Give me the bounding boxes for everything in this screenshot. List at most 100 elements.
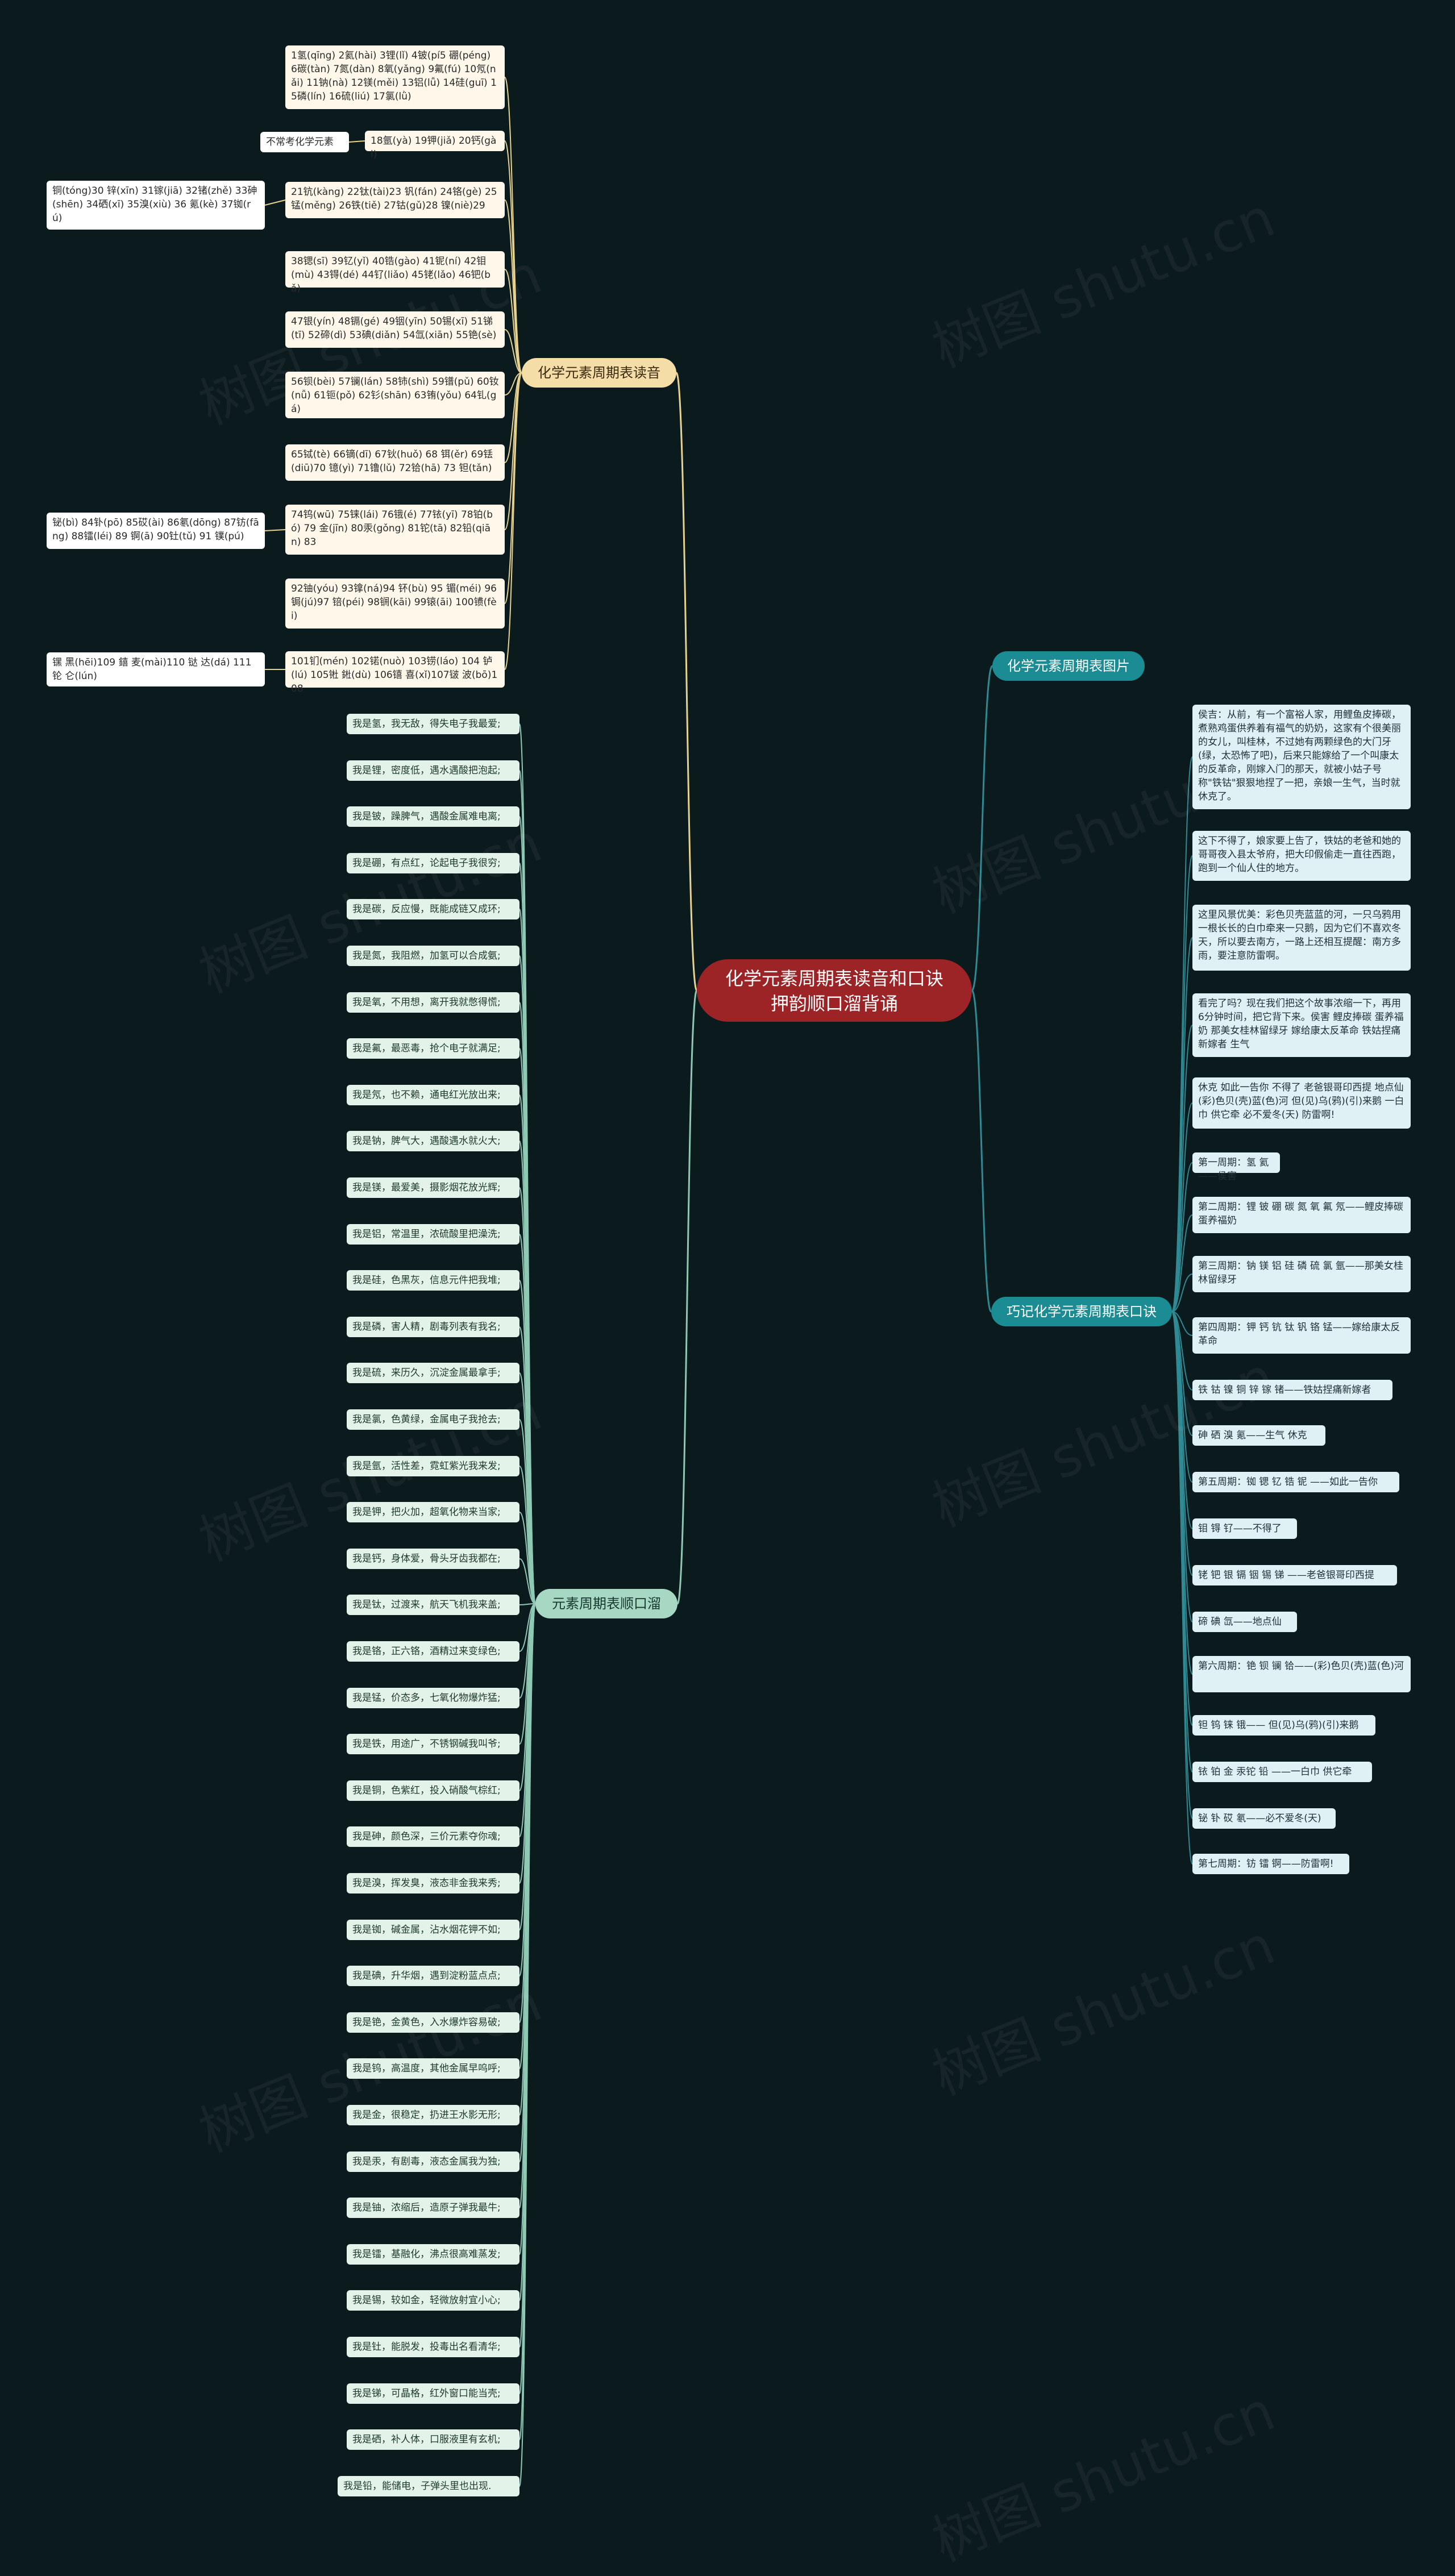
rhyme-item[interactable]: 我是溴，挥发臭，液态非金我来秀; <box>347 1873 519 1893</box>
rhyme-item[interactable]: 我是硒，补人体，口服液里有玄机; <box>347 2429 519 2450</box>
connector-line <box>504 372 522 463</box>
reading-item[interactable]: 56钡(bèi) 57镧(lán) 58铈(shì) 59镨(pǔ) 60钕(n… <box>285 372 505 418</box>
connector-line <box>519 1558 536 1604</box>
rhyme-item[interactable]: 我是汞，有剧毒，液态金属我为独; <box>347 2151 519 2172</box>
branch-periodic-table-reading[interactable]: 化学元素周期表读音 <box>522 358 676 388</box>
rhyme-item[interactable]: 我是氢，我无敌，得失电子我最爱; <box>347 714 519 734</box>
connector-line <box>264 529 286 531</box>
rhyme-item[interactable]: 我是氮，我阻燃，加氢可以合成氨; <box>347 946 519 966</box>
reading-item[interactable]: 65铽(tè) 66镝(dī) 67钬(huǒ) 68 铒(ěr) 69铥(di… <box>285 444 505 481</box>
rhyme-item[interactable]: 我是氧，不用想，离开我就憋得慌; <box>347 992 519 1013</box>
connector-line <box>519 1603 536 1605</box>
rhyme-item[interactable]: 我是砷，颜色深，三价元素夺你魂; <box>347 1826 519 1847</box>
reading-side-note[interactable]: 𬭶 黑(hēi)109 𨭎 麦(mài)110 𫟼 达(dá) 111𬬭 仑(l… <box>47 652 265 686</box>
mnemonic-item[interactable]: 砷 硒 溴 氪——生气 休克 <box>1192 1425 1325 1446</box>
mnemonic-item[interactable]: 铁 钴 镍 铜 锌 镓 锗——铁姑捏痛新嫁者 <box>1192 1380 1392 1400</box>
rhyme-item[interactable]: 我是锡，较如金，轻微放射宜小心; <box>347 2290 519 2311</box>
reading-item[interactable]: 21钪(kàng) 22钛(tài)23 钒(fán) 24铬(gè) 25锰(… <box>285 182 505 218</box>
rhyme-item[interactable]: 我是氩，活性差，霓虹紫光我来发; <box>347 1456 519 1476</box>
mnemonic-item[interactable]: 第二周期：锂 铍 硼 碳 氮 氧 氟 氖——鲤皮捧碳 蛋养福奶 <box>1192 1197 1411 1233</box>
rhyme-item[interactable]: 我是硅，色黑灰，信息元件把我堆; <box>347 1270 519 1291</box>
rhyme-item[interactable]: 我是硫，来历久，沉淀金属最拿手; <box>347 1363 519 1383</box>
connector-line <box>504 372 522 604</box>
connector-line <box>504 372 522 396</box>
rhyme-item[interactable]: 我是铜，色紫红，投入硝酸气棕红; <box>347 1780 519 1801</box>
reading-item[interactable]: 18氩(yà) 19钾(jiǎ) 20钙(gài) <box>365 131 505 160</box>
reading-side-note[interactable]: 铋(bì) 84钋(pō) 85砹(ài) 86氡(dōng) 87钫(fāng… <box>47 513 265 549</box>
reading-side-note[interactable]: 不常考化学元素 <box>260 132 349 152</box>
connector-line <box>1171 1311 1193 1336</box>
rhyme-item[interactable]: 我是钛，过渡来，航天飞机我来盖; <box>347 1595 519 1615</box>
rhyme-item[interactable]: 我是铝，常温里，浓硫酸里把澡洗; <box>347 1224 519 1245</box>
rhyme-item[interactable]: 我是硼，有点红，论起电子我很穷; <box>347 853 519 873</box>
mnemonic-item[interactable]: 铑 钯 银 镉 铟 锡 锑 ——老爸银哥印西提 <box>1192 1565 1397 1585</box>
rhyme-item[interactable]: 我是钠，脾气大，遇酸遇水就火大; <box>347 1131 519 1151</box>
rhyme-item[interactable]: 我是铷，碱金属，沾水烟花钾不如; <box>347 1920 519 1940</box>
mnemonic-item[interactable]: 看完了吗？现在我们把这个故事浓缩一下，再用6分钟时间，把它背下来。侯害 鲤皮捧碳… <box>1192 993 1411 1057</box>
connector-line <box>1171 1311 1193 1391</box>
rhyme-item[interactable]: 我是镁，最爱美，摄影烟花放光辉; <box>347 1177 519 1198</box>
connector-line <box>971 989 992 1313</box>
rhyme-item[interactable]: 我是氯，色黄绿，金属电子我抢去; <box>347 1409 519 1430</box>
connector-line <box>504 199 522 373</box>
rhyme-item[interactable]: 我是铬，正六铬，酒精过来变绿色; <box>347 1641 519 1662</box>
mnemonic-item[interactable]: 钽 钨 铼 锇—— 但(见)乌(鸦)(引)来鹅 <box>1192 1715 1375 1736</box>
rhyme-item[interactable]: 我是碳，反应慢，既能成链又成环; <box>347 899 519 919</box>
connector-line <box>675 372 698 992</box>
rhyme-item[interactable]: 我是钨，高温度，其他金属早呜呼; <box>347 2058 519 2079</box>
reading-item[interactable]: 1氢(qīng) 2氦(hài) 3锂(lǐ) 4铍(pí5 硼(péng) 6… <box>285 45 505 109</box>
reading-item[interactable]: 74钨(wū) 75铼(lái) 76锇(é) 77铱(yī) 78铂(bó) … <box>285 505 505 555</box>
connector-line <box>676 989 698 1605</box>
connector-line <box>504 329 522 373</box>
rhyme-item[interactable]: 我是钙，身体爱，骨头牙齿我都在; <box>347 1549 519 1569</box>
connector-line <box>519 1512 536 1604</box>
branch-periodic-table-rhyme[interactable]: 元素周期表顺口溜 <box>535 1589 677 1618</box>
mnemonic-item[interactable]: 钼 锝 钌——不得了 <box>1192 1518 1297 1539</box>
rhyme-item[interactable]: 我是氖，也不赖，通电红光放出来; <box>347 1085 519 1105</box>
mnemonic-item[interactable]: 侯吉：从前，有一个富裕人家，用鲤鱼皮捧碳，煮熟鸡蛋供养着有福气的奶奶，这家有个很… <box>1192 705 1411 809</box>
reading-item[interactable]: 92铀(yóu) 93镎(ná)94 钚(bù) 95 镅(méi) 96锔(j… <box>285 579 505 629</box>
reading-item[interactable]: 38锶(sī) 39钇(yǐ) 40锆(gào) 41铌(ní) 42钼(mù)… <box>285 251 505 294</box>
rhyme-item[interactable]: 我是锂，密度低，遇水遇酸把泡起; <box>347 760 519 781</box>
connector-line <box>1171 1311 1193 1675</box>
rhyme-item[interactable]: 我是磷，害人精，剧毒列表有我名; <box>347 1317 519 1337</box>
mnemonic-item[interactable]: 第六周期：铯 钡 镧 铪——(彩)色贝(壳)蓝(色)河 <box>1192 1656 1411 1692</box>
mnemonic-item[interactable]: 碲 碘 氙——地点仙 <box>1192 1612 1297 1632</box>
rhyme-item[interactable]: 我是钍，能脱发，投毒出名看清华; <box>347 2337 519 2357</box>
rhyme-item[interactable]: 我是锰，价态多，七氧化物爆炸猛; <box>347 1688 519 1708</box>
branch-periodic-table-image[interactable]: 化学元素周期表图片 <box>992 651 1145 681</box>
mnemonic-item[interactable]: 第四周期：钾 钙 钪 钛 钒 铬 锰——嫁给康太反革命 <box>1192 1317 1411 1354</box>
rhyme-item[interactable]: 我是氟，最恶毒，抢个电子就满足; <box>347 1038 519 1059</box>
reading-item[interactable]: 47银(yín) 48镉(gé) 49铟(yīn) 50锡(xī) 51锑(tī… <box>285 311 505 348</box>
connector-line <box>519 1603 536 2487</box>
reading-side-note[interactable]: 铜(tóng)30 锌(xīn) 31镓(jiā) 32锗(zhě) 33砷(s… <box>47 181 265 230</box>
rhyme-item[interactable]: 我是镭，基融化，沸点很高难蒸发; <box>347 2244 519 2265</box>
mnemonic-item[interactable]: 第七周期：钫 镭 锕——防雷啊! <box>1192 1854 1349 1874</box>
rhyme-item[interactable]: 我是铁，用途广，不锈钢碱我叫爷; <box>347 1734 519 1754</box>
connector-line <box>519 1466 536 1604</box>
connector-line <box>504 372 522 670</box>
connector-line <box>504 140 522 373</box>
mnemonic-item[interactable]: 第一周期：氢 氦——侯害 <box>1192 1152 1280 1182</box>
mnemonic-item[interactable]: 第三周期：钠 镁 铝 硅 磷 硫 氯 氩——那美女桂林留绿牙 <box>1192 1256 1411 1292</box>
rhyme-item[interactable]: 我是铅，能储电，子弹头里也出现. <box>338 2476 519 2496</box>
connector-line <box>1171 1311 1193 1865</box>
rhyme-item[interactable]: 我是钾，把火加，超氧化物来当家; <box>347 1502 519 1522</box>
mnemonic-item[interactable]: 这下不得了，娘家要上告了，铁姑的老爸和她的哥哥夜入县太爷府，把大印假偷走一直往西… <box>1192 831 1411 881</box>
rhyme-item[interactable]: 我是碘，升华烟，遇到淀粉蓝点点; <box>347 1966 519 1986</box>
root-topic[interactable]: 化学元素周期表读音和口诀 押韵顺口溜背诵 <box>697 959 972 1022</box>
rhyme-item[interactable]: 我是铀，浓缩后，造原子弹我最牛; <box>347 2198 519 2218</box>
mnemonic-item[interactable]: 铱 铂 金 汞铊 铅 ——一白巾 供它牵 <box>1192 1762 1372 1782</box>
branch-periodic-table-mnemonic[interactable]: 巧记化学元素周期表口诀 <box>991 1297 1172 1326</box>
mnemonic-item[interactable]: 第五周期：铷 锶 钇 锆 铌 ——如此一告你 <box>1192 1472 1399 1492</box>
rhyme-item[interactable]: 我是锑，可晶格，红外窗口能当壳; <box>347 2383 519 2404</box>
reading-item[interactable]: 101钔(mén) 102锘(nuò) 103铹(láo) 104 𬬻 (lú)… <box>285 651 505 694</box>
rhyme-item[interactable]: 我是金，很稳定，扔进王水影无形; <box>347 2105 519 2125</box>
connector-line <box>519 1603 536 1652</box>
mnemonic-item[interactable]: 这里风景优美：彩色贝壳蓝蓝的河，一只乌鸦用一根长长的白巾牵来一只鹅，因为它们不喜… <box>1192 905 1411 971</box>
rhyme-item[interactable]: 我是铯，金黄色，入水爆炸容易破; <box>347 2012 519 2033</box>
mnemonic-item[interactable]: 休克 如此一告你 不得了 老爸银哥印西提 地点仙 (彩)色贝(壳)蓝(色)河 但… <box>1192 1077 1411 1129</box>
mnemonic-item[interactable]: 铋 钋 砹 氡——必不爱冬(天) <box>1192 1808 1336 1829</box>
rhyme-item[interactable]: 我是铍，躁脾气，遇酸金属难电离; <box>347 806 519 827</box>
